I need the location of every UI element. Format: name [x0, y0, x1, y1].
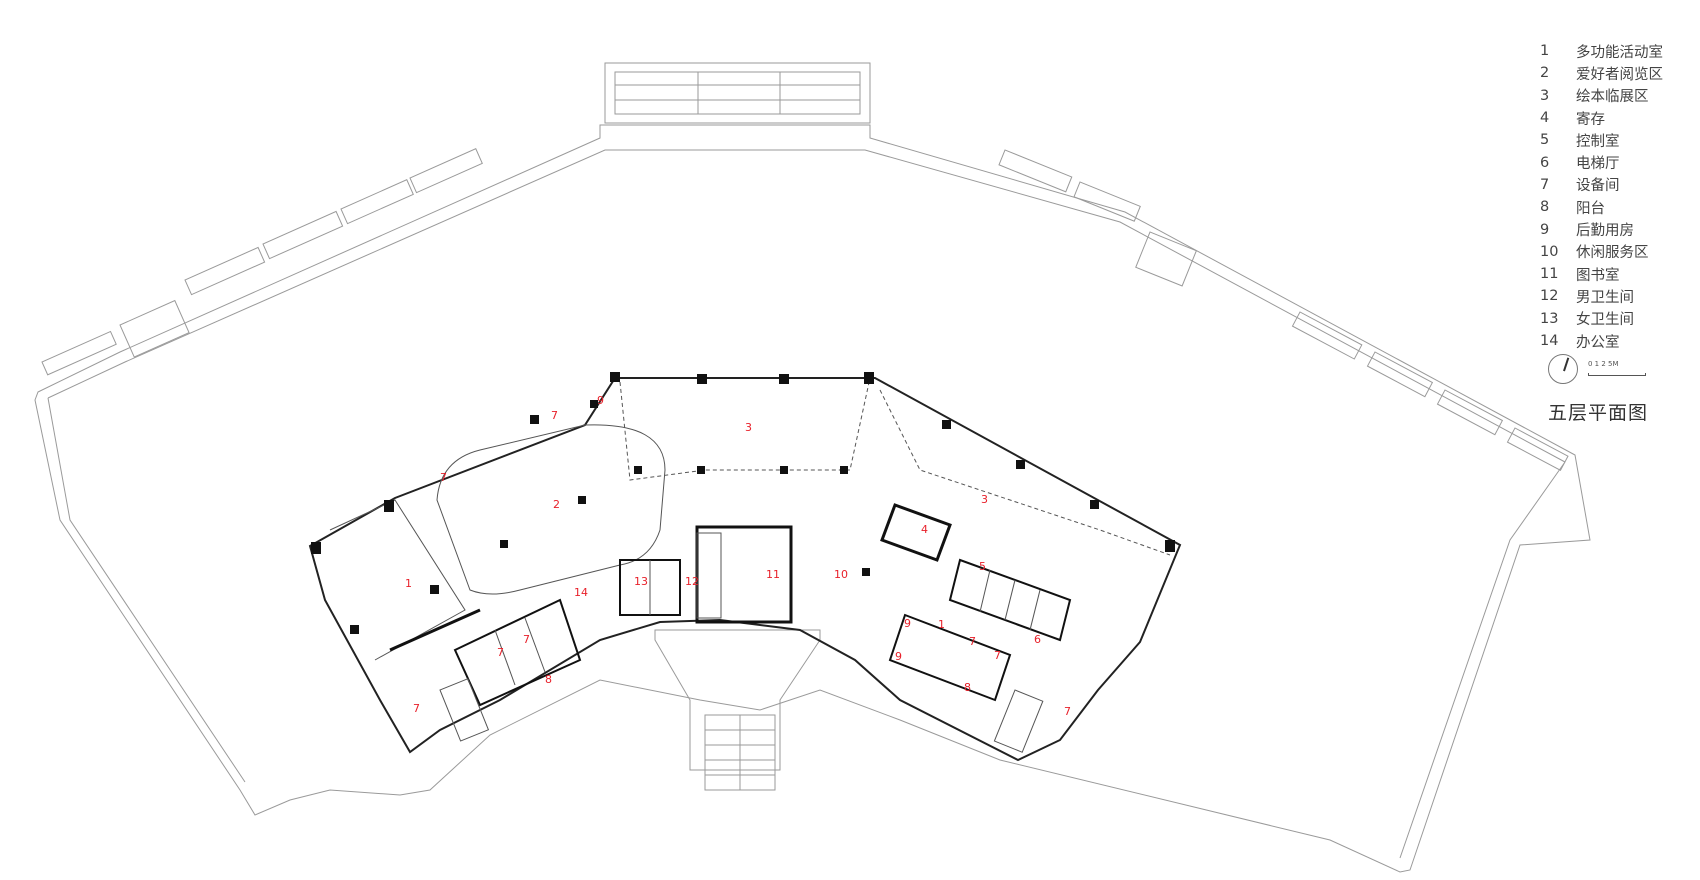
legend-label: 绘本临展区: [1576, 89, 1649, 106]
room-labels: 1 2 3 3 4 5 6 7 7 7 7 7 7 7 7 1 8 8 9 9 …: [405, 394, 1071, 718]
legend-item: 12 男卫生间: [1540, 285, 1700, 307]
legend-number: 13: [1540, 310, 1559, 327]
legend-number: 5: [1540, 132, 1550, 149]
legend-label: 办公室: [1576, 334, 1620, 351]
legend-item: 14 办公室: [1540, 330, 1700, 352]
legend-number: 9: [1540, 221, 1550, 238]
room-label: 7: [440, 471, 447, 484]
legend-label: 休闲服务区: [1576, 245, 1649, 262]
legend-number: 7: [1540, 176, 1550, 193]
scale-line: [1588, 373, 1646, 376]
legend-number: 1: [1540, 43, 1550, 60]
room-2-boundary: [436, 424, 666, 595]
legend-label: 图书室: [1576, 267, 1620, 284]
legend-item: 10 休闲服务区: [1540, 241, 1700, 263]
room-label: 10: [834, 568, 848, 581]
legend-label: 寄存: [1576, 111, 1605, 128]
room-label: 9: [895, 650, 902, 663]
legend-number: 14: [1540, 333, 1559, 349]
legend-item: 9 后勤用房: [1540, 218, 1700, 240]
legend-item: 4 寄存: [1540, 107, 1700, 129]
legend-label: 男卫生间: [1576, 289, 1634, 306]
legend-number: 8: [1540, 199, 1550, 216]
room-label: 11: [766, 568, 780, 581]
legend-item: 11 图书室: [1540, 263, 1700, 285]
bottom-wing: [654, 629, 821, 771]
legend-item: 13 女卫生间: [1540, 308, 1700, 330]
room-label: 9: [597, 394, 604, 407]
legend-number: 12: [1540, 288, 1559, 305]
room-label: 3: [745, 421, 752, 434]
legend-number: 6: [1540, 154, 1550, 171]
legend-number: 11: [1540, 266, 1559, 283]
room-label: 7: [969, 635, 976, 648]
room-label: 7: [551, 409, 558, 422]
legend-item: 3 绘本临展区: [1540, 85, 1700, 107]
room-label: 1: [938, 618, 945, 631]
legend-number: 3: [1540, 87, 1550, 104]
top-skylight: [604, 62, 871, 124]
room-label: 1: [405, 577, 412, 590]
room-label: 13: [634, 575, 648, 588]
legend-label: 电梯厅: [1576, 156, 1620, 173]
scale-labels: 0 1 2 5M: [1588, 360, 1619, 368]
legend-label: 阳台: [1576, 200, 1605, 217]
room-label: 7: [1064, 705, 1071, 718]
legend-number: 4: [1540, 110, 1550, 127]
legend-item: 8 阳台: [1540, 196, 1700, 218]
room-label: 8: [964, 681, 971, 694]
legend-item: 6 电梯厅: [1540, 151, 1700, 173]
room-label: 5: [979, 560, 986, 573]
north-arrow-icon: [1548, 354, 1578, 384]
scale-bar: 0 1 2 5M: [1588, 360, 1668, 380]
legend-label: 爱好者阅览区: [1576, 66, 1663, 83]
plan-title: 五层平面图: [1548, 402, 1649, 424]
room-label: 6: [1034, 633, 1041, 646]
room-label: 14: [574, 586, 588, 599]
room-label: 9: [904, 617, 911, 630]
legend-item: 2 爱好者阅览区: [1540, 62, 1700, 84]
room-label: 7: [994, 649, 1001, 662]
legend-label: 后勤用房: [1576, 223, 1634, 240]
legend-label: 设备间: [1576, 178, 1620, 195]
legend-item: 7 设备间: [1540, 174, 1700, 196]
room-label: 3: [981, 493, 988, 506]
legend-number: 2: [1540, 65, 1550, 82]
room-label: 4: [921, 523, 928, 536]
room-label: 12: [685, 575, 699, 588]
legend-label: 女卫生间: [1576, 312, 1634, 329]
roof-outline: [34, 124, 1591, 873]
legend-label: 控制室: [1576, 133, 1620, 150]
legend: 1 多功能活动室 2 爱好者阅览区 3 绘本临展区 4 寄存 5 控制室 6 电梯厅 7 设备…: [1540, 40, 1700, 352]
room-label: 7: [497, 646, 504, 659]
legend-label: 多功能活动室: [1576, 44, 1663, 61]
room-label: 8: [545, 673, 552, 686]
legend-number: 10: [1540, 243, 1559, 260]
room-label: 2: [553, 498, 560, 511]
legend-item: 5 控制室: [1540, 129, 1700, 151]
interior-outline: [308, 377, 1182, 762]
north-needle: [1563, 357, 1569, 372]
room-label: 7: [523, 633, 530, 646]
columns: [311, 372, 1175, 634]
room-label: 7: [413, 702, 420, 715]
legend-item: 1 多功能活动室: [1540, 40, 1700, 62]
